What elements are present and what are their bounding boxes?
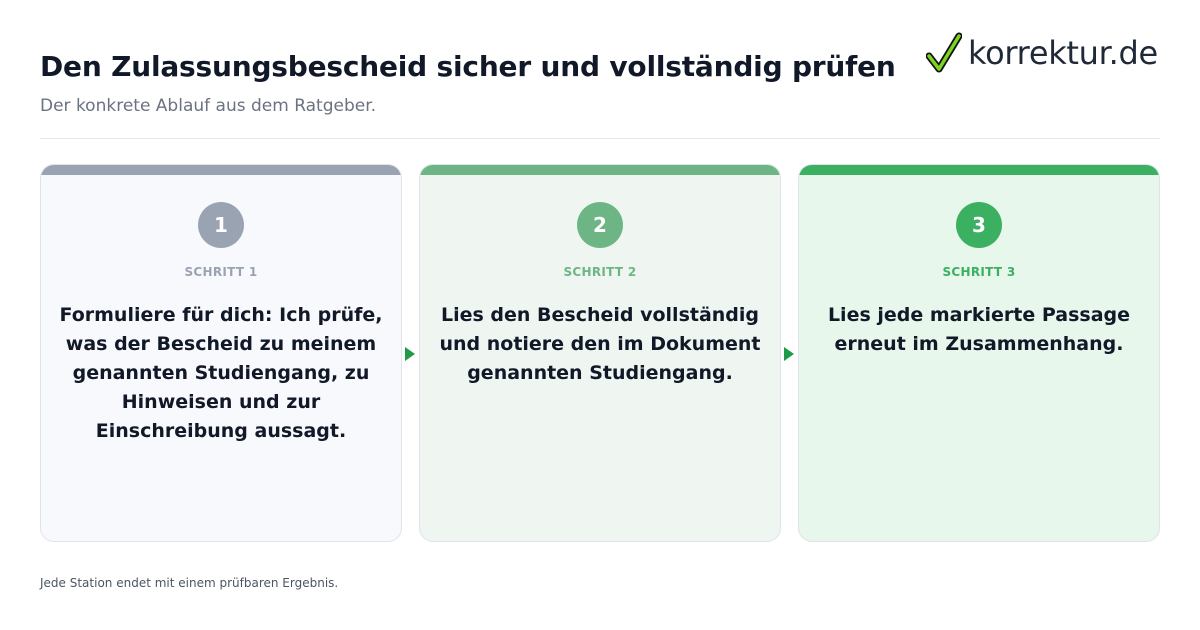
step-label: SCHRITT 3 [942, 265, 1016, 279]
checkmark-icon [926, 32, 962, 73]
step-number-badge: 3 [956, 202, 1002, 248]
arrow-right-icon [405, 347, 415, 361]
step-label: SCHRITT 1 [184, 265, 258, 279]
page-subtitle: Der konkrete Ablauf aus dem Ratgeber. [40, 96, 377, 116]
step-card-2: 2 SCHRITT 2 Lies den Bescheid vollständi… [419, 164, 781, 542]
page-title: Den Zulassungsbescheid sicher und vollst… [40, 50, 896, 83]
brand-logo[interactable]: korrektur.de [926, 30, 1158, 76]
step-card-1-accent-bar [41, 165, 401, 175]
step-number-badge: 1 [198, 202, 244, 248]
step-text: Lies jede markierte Passage erneut im Zu… [827, 304, 1131, 355]
logo-text: korrektur.de [968, 34, 1158, 72]
step-card-1: 1 SCHRITT 1 Formuliere für dich: Ich prü… [40, 164, 402, 542]
step-label: SCHRITT 2 [563, 265, 637, 279]
step-text: Lies den Bescheid vollständig und notier… [439, 304, 761, 384]
step-card-3-accent-bar [799, 165, 1159, 175]
arrow-right-icon [784, 347, 794, 361]
step-card-3: 3 SCHRITT 3 Lies jede markierte Passage … [798, 164, 1160, 542]
footer-note: Jede Station endet mit einem prüfbaren E… [40, 576, 339, 590]
step-card-2-accent-bar [420, 165, 780, 175]
header-divider [40, 138, 1160, 139]
step-text: Formuliere für dich: Ich prüfe, was der … [59, 304, 383, 442]
step-number-badge: 2 [577, 202, 623, 248]
